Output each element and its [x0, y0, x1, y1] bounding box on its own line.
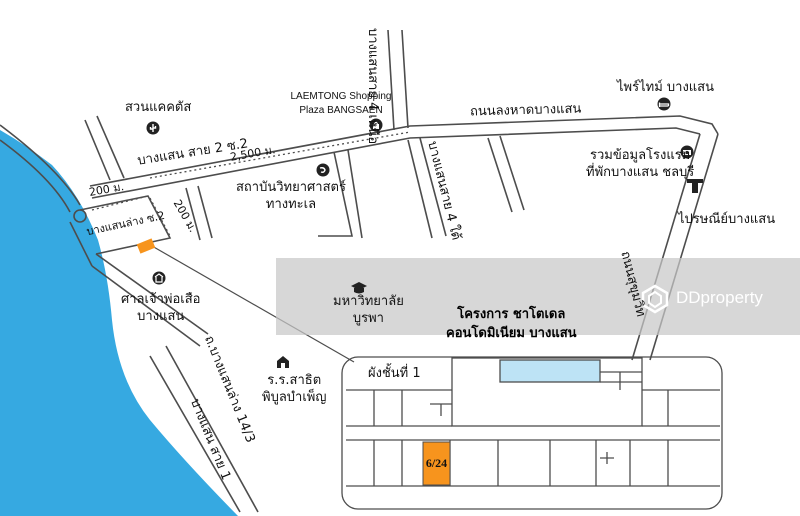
lang-road-a	[149, 355, 241, 513]
lower-road-bottom	[69, 221, 93, 267]
school-icon	[277, 356, 289, 368]
lower-road-top	[79, 195, 172, 255]
label-shrine: ศาลเจ้าพ่อเสือ บางแสน	[121, 292, 200, 326]
fish-icon	[316, 163, 330, 177]
cactus-pin-icon	[146, 121, 160, 135]
pointer-line	[151, 245, 355, 363]
project-title-1: โครงการ ชาโตเดล	[457, 307, 566, 322]
ddproperty-logo-icon	[641, 284, 669, 314]
label-university-2: บูรพา	[352, 310, 384, 326]
graduation-cap-icon	[351, 282, 367, 294]
north-road-a	[387, 29, 395, 131]
shopping-bag-icon	[369, 118, 383, 132]
label-school-2: พิบูลบำเพ็ญ	[262, 389, 327, 405]
project-title: โครงการ ชาโตเดล คอนโดมิเนียม บางแสน	[446, 306, 577, 344]
north-road-b	[401, 29, 409, 129]
pool	[499, 359, 601, 383]
bed-icon	[657, 97, 671, 111]
project-title-2: คอนโดมิเนียม บางแสน	[446, 325, 577, 341]
label-marine-inst: สถาบันวิทยาศาสตร์ ทางทะเล	[236, 180, 346, 214]
beach-road-inner	[0, 139, 71, 213]
label-hotel-info-2: ที่พักบางแสน ชลบุรี	[586, 164, 695, 180]
floor-plan	[341, 356, 723, 510]
unit-number: 6/24	[425, 456, 448, 470]
label-suan-khaeng: สวนแคคตัส	[125, 100, 192, 115]
label-school-1: ร.ร.สาธิต	[267, 373, 322, 388]
unit-highlight	[422, 441, 451, 486]
cactus-road-a	[84, 119, 111, 181]
label-university-1: มหาวิทยาลัย	[333, 294, 404, 309]
floor-plan-title: ผังชั้นที่ 1	[368, 366, 421, 381]
label-school: ร.ร.สาธิต พิบูลบำเพ็ญ	[262, 373, 326, 407]
watermark-band	[276, 258, 800, 335]
label-university: มหาวิทยาลัย บูรพา	[333, 294, 404, 328]
south-road-a	[407, 139, 433, 239]
beach-road-outer	[0, 124, 81, 206]
label-beach-road: ถนนลงหาดบางแสน	[469, 101, 582, 120]
label-shrine-2: บางแสน	[137, 308, 185, 324]
camera-icon	[680, 145, 694, 159]
label-shrine-1: ศาลเจ้าพ่อเสือ	[121, 292, 201, 307]
project-location-marker	[136, 238, 156, 254]
label-marine-inst-2: ทางทะเล	[265, 196, 317, 212]
label-hotel-info-1: รวมข้อมูลโรงแรม	[589, 148, 691, 163]
label-prime-time: ไพร์ไทม์ บางแสน	[617, 80, 714, 95]
label-marine-inst-1: สถาบันวิทยาศาสตร์	[236, 180, 346, 195]
main-road-bottom	[91, 127, 701, 199]
watermark-text: DDproperty	[676, 288, 763, 307]
label-post-office: ไปรษณีย์บางแสน	[678, 212, 776, 227]
lang-road-b	[165, 345, 259, 513]
mailbox-icon	[687, 179, 703, 193]
south-road-b	[419, 137, 447, 237]
sea	[0, 130, 238, 516]
floor-plan-frame	[341, 356, 723, 510]
label-hotel-info: รวมข้อมูลโรงแรม ที่พักบางแสน ชลบุรี	[586, 148, 694, 182]
shrine-icon	[152, 271, 166, 285]
roads	[0, 29, 719, 513]
main-road-top	[89, 115, 719, 187]
label-bangsaen-4-north: บางแสนสาย 4 เหนือ	[365, 28, 380, 145]
cactus-road-b	[96, 115, 125, 179]
label-laemtong: LAEMTONG Shopping Plaza BANGSAEN	[290, 91, 392, 116]
